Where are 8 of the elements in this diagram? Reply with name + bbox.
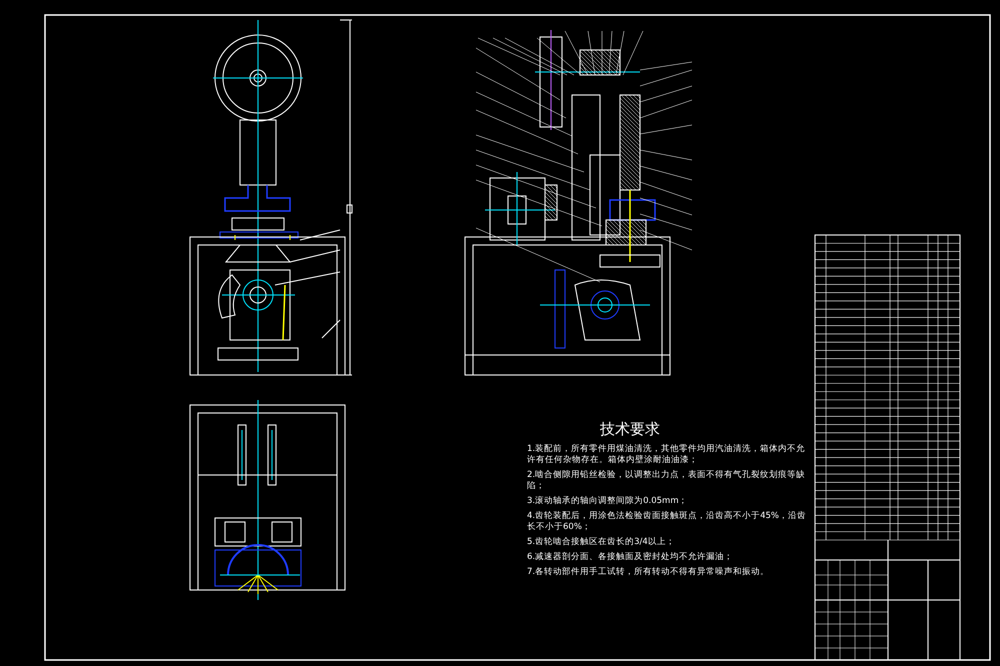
requirement-note: 6.减速器剖分面、各接触面及密封处均不允许漏油； bbox=[527, 552, 734, 563]
requirement-note: 3.滚动轴承的轴向调整间隙为0.05mm； bbox=[527, 496, 689, 507]
requirement-note: 7.各转动部件用手工试转，所有转动不得有异常噪声和振动。 bbox=[527, 567, 770, 578]
requirement-note: 5.齿轮啮合接触区在齿长的3/4以上； bbox=[527, 537, 676, 548]
notes-heading: 技术要求 bbox=[600, 420, 660, 439]
requirement-note: 1.装配前，所有零件用煤油清洗，其他零件均用汽油清洗，箱体内不允许有任何杂物存在。箱体内壁涂耐油油漆； bbox=[527, 444, 806, 466]
requirement-note: 2.啮合侧隙用铅丝检验，以调整出力点，表面不得有气孔裂纹划痕等缺陷； bbox=[527, 470, 806, 492]
requirement-note: 4.齿轮装配后，用涂色法检验齿面接触斑点，沿齿高不小于45%，沿齿长不小于60%； bbox=[527, 511, 808, 533]
